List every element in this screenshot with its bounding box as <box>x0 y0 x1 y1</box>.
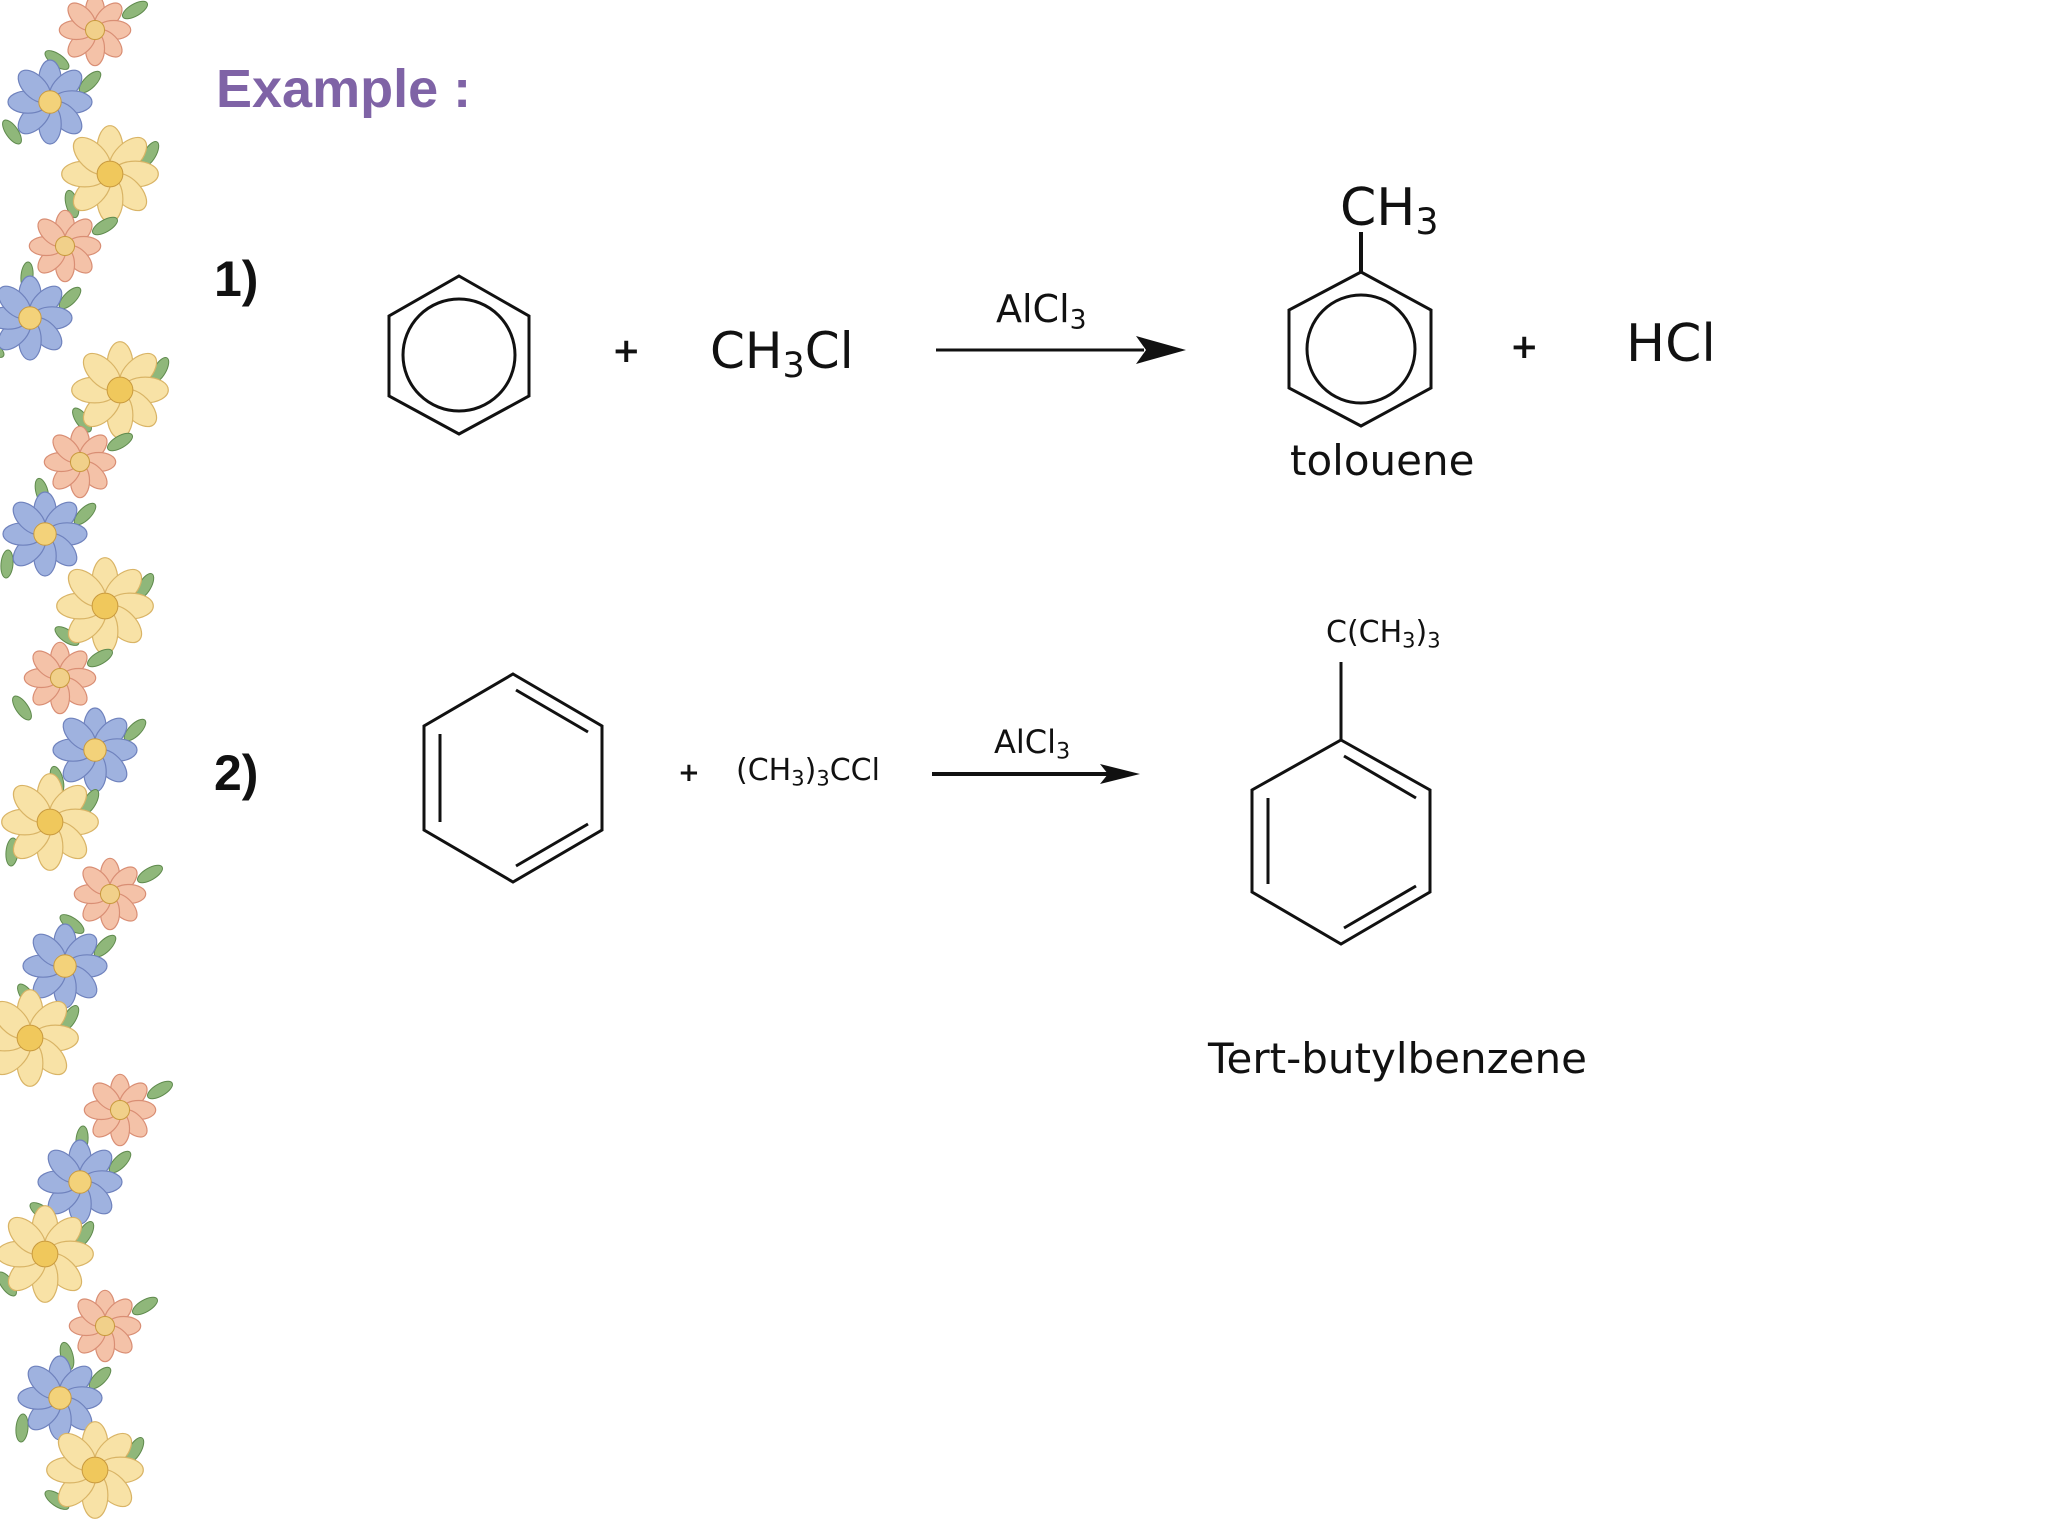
slide-title: Example : <box>216 59 472 119</box>
reaction-1-number: 1) <box>214 251 259 307</box>
pink-flower-icon <box>83 1073 157 1147</box>
blue-flower-icon <box>22 923 108 1009</box>
reaction-1-arrow <box>936 336 1186 364</box>
leaf-icon <box>12 695 32 721</box>
yellow-flower-icon <box>0 1205 94 1303</box>
reaction-2-arrow <box>932 764 1140 784</box>
pink-flower-icon <box>23 641 97 715</box>
pink-flower-icon <box>68 1289 142 1363</box>
pink-flower-icon <box>58 0 132 67</box>
leaf-icon <box>0 549 14 579</box>
tert-butyl-substituent: C(CH3)3 <box>1326 615 1441 653</box>
reaction-1-catalyst: AlCl3 <box>996 287 1087 336</box>
blue-flower-icon <box>7 59 93 145</box>
tert-butylbenzene-name: Tert-butylbenzene <box>1208 1034 1587 1083</box>
pink-flower-icon <box>28 209 102 283</box>
tert-butylbenzene-icon <box>1250 662 1432 946</box>
reaction-1-plus-2: + <box>1510 327 1539 367</box>
pink-flower-icon <box>73 857 147 931</box>
leaf-icon <box>137 864 163 884</box>
blue-flower-icon <box>52 707 138 793</box>
blue-flower-icon <box>37 1139 123 1225</box>
leaf-icon <box>92 216 118 236</box>
yellow-flower-icon <box>0 989 79 1087</box>
reaction-2-number: 2) <box>214 745 259 801</box>
reaction-1-reagent: CH3Cl <box>710 322 854 386</box>
leaf-icon <box>2 119 22 145</box>
leaf-icon <box>122 0 148 20</box>
pink-flower-icon <box>43 425 117 499</box>
leaf-icon <box>0 338 5 358</box>
reaction-2-reagent: (CH3)3CCl <box>736 753 880 791</box>
leaf-icon <box>15 1413 29 1443</box>
toluene-name: tolouene <box>1290 436 1475 485</box>
yellow-flower-icon <box>1 773 99 871</box>
benzene-kekule-icon <box>422 672 604 884</box>
hcl-byproduct: HCl <box>1626 314 1716 374</box>
leaf-icon <box>107 432 133 452</box>
yellow-flower-icon <box>46 1421 144 1519</box>
benzene-ring-icon <box>387 274 531 436</box>
leaf-icon <box>132 1296 158 1316</box>
yellow-flower-icon <box>61 125 159 223</box>
yellow-flower-icon <box>56 557 154 655</box>
reaction-2-plus: + <box>678 758 700 788</box>
toluene-icon <box>1287 232 1433 428</box>
blue-flower-icon <box>17 1355 103 1441</box>
reaction-2-catalyst: AlCl3 <box>994 723 1071 765</box>
floral-border <box>0 0 173 1519</box>
blue-flower-icon <box>2 491 88 577</box>
blue-flower-icon <box>0 275 73 361</box>
leaf-icon <box>147 1080 173 1100</box>
leaf-icon <box>87 648 113 668</box>
yellow-flower-icon <box>71 341 169 439</box>
toluene-substituent: CH3 <box>1340 178 1439 244</box>
reaction-1-plus: + <box>612 331 641 371</box>
